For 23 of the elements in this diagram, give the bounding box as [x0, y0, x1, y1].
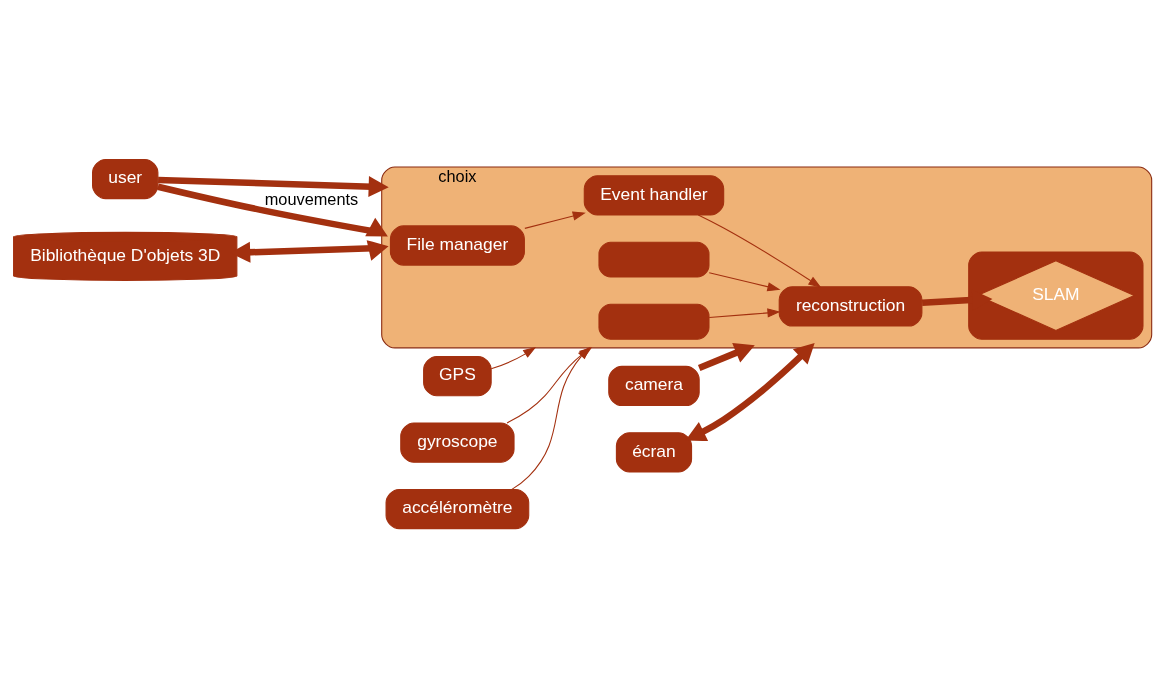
node-box: Event handler	[583, 174, 725, 216]
arrow	[158, 175, 389, 197]
arrow	[697, 214, 822, 288]
arrow	[490, 346, 537, 369]
node-box: camera	[608, 365, 700, 406]
arrow	[524, 211, 586, 229]
arrow	[697, 342, 755, 371]
arrow	[685, 342, 815, 441]
edge-label: choix	[438, 166, 477, 185]
node-box: File manager	[389, 224, 525, 266]
arrow	[708, 307, 781, 318]
node-box: écran	[615, 431, 693, 473]
arrow	[157, 183, 388, 237]
node-box: GPS	[423, 355, 492, 396]
node-box: user	[92, 158, 159, 199]
node-box: reconstruction	[778, 285, 923, 327]
node-box	[598, 241, 710, 278]
node-box: gyroscope	[400, 421, 515, 463]
edge-label: mouvements	[264, 189, 359, 208]
cluster	[381, 166, 1153, 348]
node-box: accéléromètre	[385, 488, 530, 529]
arrow	[708, 271, 781, 291]
node-box	[598, 303, 710, 340]
